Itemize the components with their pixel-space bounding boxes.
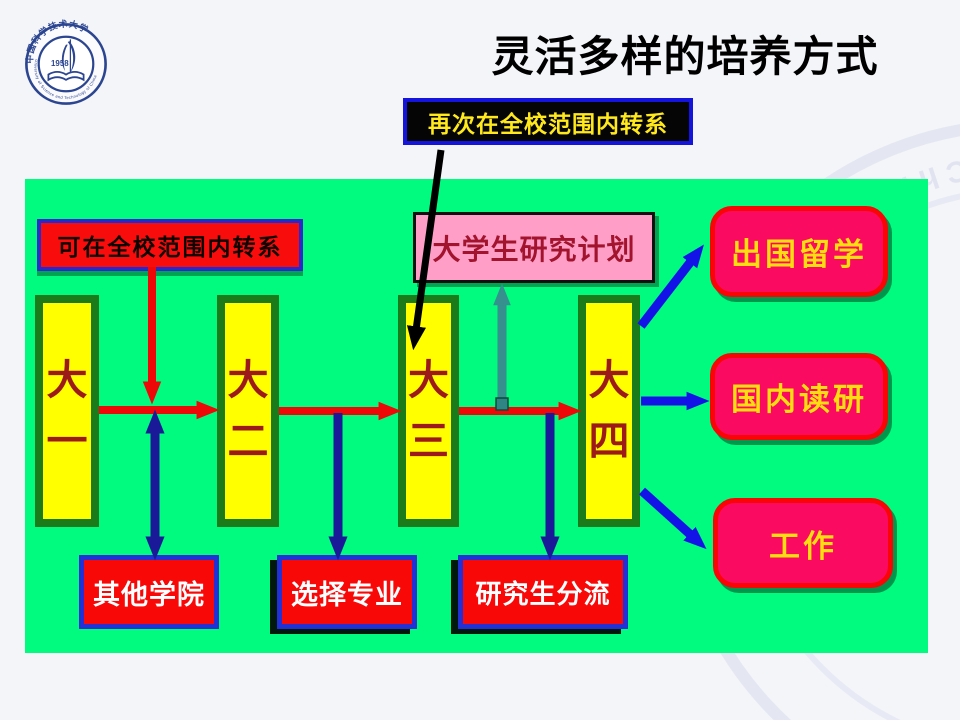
outcome-domestic-graduate: 国内读研 (710, 353, 888, 440)
year-box-2-label: 大二 (227, 356, 269, 465)
callout-transfer-again-label: 再次在全校范围内转系 (428, 110, 668, 137)
branch-choose-major: 选择专业 (277, 555, 417, 629)
logo-book-icon (47, 71, 85, 82)
outcome-work: 工作 (713, 498, 893, 588)
year-box-4: 大四 (578, 295, 640, 527)
page-title: 灵活多样的培养方式 (491, 33, 879, 80)
outcome-work-label: 工作 (769, 528, 837, 564)
logo-year: 1958 (51, 59, 69, 68)
callout-transfer-again: 再次在全校范围内转系 (403, 98, 693, 145)
branch-graduate-diversion: 研究生分流 (458, 555, 628, 629)
callout-transfer-first: 可在全校范围内转系 (37, 219, 303, 271)
branch-other-colleges: 其他学院 (79, 555, 219, 629)
year-box-2: 大二 (217, 295, 279, 527)
year-box-1-label: 大一 (46, 356, 88, 465)
research-program-box: 大学生研究计划 (413, 212, 655, 283)
research-program-label: 大学生研究计划 (432, 233, 636, 265)
year-box-3: 大三 (398, 295, 459, 527)
outcome-study-abroad: 出国留学 (710, 206, 888, 297)
outcome-study-abroad-label: 出国留学 (731, 237, 867, 272)
branch-other-colleges-label: 其他学院 (93, 579, 205, 610)
logo-sail-icon (67, 41, 76, 73)
callout-transfer-first-label: 可在全校范围内转系 (57, 234, 283, 260)
year-box-3-label: 大三 (408, 356, 449, 465)
branch-graduate-diversion-label: 研究生分流 (475, 578, 611, 609)
year-box-4-label: 大四 (588, 356, 630, 465)
outcome-domestic-graduate-label: 国内读研 (731, 382, 867, 417)
year-box-1: 大一 (35, 295, 99, 527)
branch-choose-major-label: 选择专业 (291, 579, 403, 610)
ustc-logo: 中国科学技术大学 University of Science and Techn… (23, 18, 107, 105)
